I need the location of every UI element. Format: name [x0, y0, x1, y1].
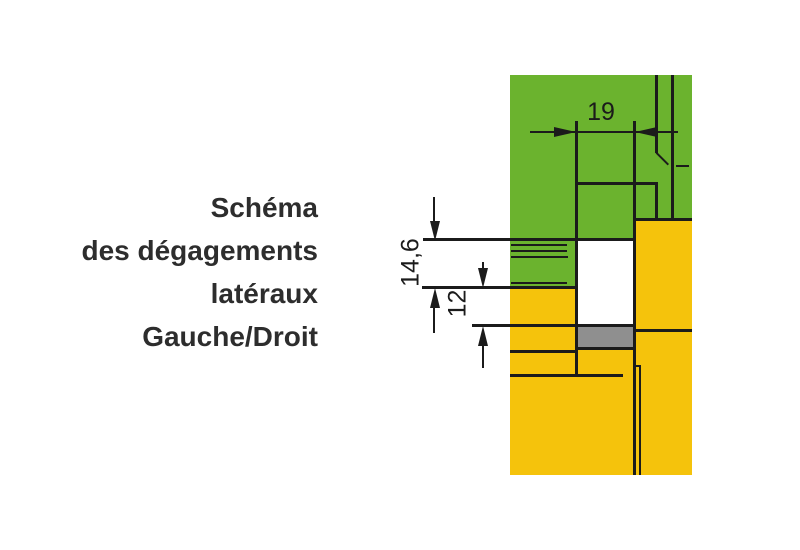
step-edge-upper: [510, 350, 578, 353]
dim12-arrow-bottom: [478, 326, 488, 346]
sash-line-outer: [671, 75, 674, 220]
yellow-right-top-edge: [633, 218, 692, 221]
dim146-arrow-bottom: [430, 288, 440, 308]
caption-line-3: latéraux: [210, 278, 318, 309]
dim19-arrow-right: [635, 127, 657, 137]
wall-yellow-right: [634, 219, 692, 475]
dim12-tail-top: [482, 262, 484, 270]
dim146-label: 14,6: [396, 238, 425, 287]
edge-vertical-left: [575, 121, 578, 376]
seal-hatch-line-3: [511, 256, 568, 258]
edge-vertical-right: [633, 121, 636, 475]
seal-hatch-line-1: [511, 244, 567, 246]
sash-line-inner-bottom: [655, 183, 658, 220]
seal-hatch-line-4: [511, 282, 567, 284]
sash-line-inner-top: [655, 75, 658, 153]
ext-line-bottom: [472, 324, 636, 327]
channel-nub: [634, 365, 641, 367]
caption-line-4: Gauche/Droit: [142, 321, 318, 352]
dim12-tail-bottom: [482, 344, 484, 368]
joint-line-horizontal: [575, 182, 658, 185]
seal-hatch-line-2: [511, 250, 567, 252]
ext-line-top: [423, 238, 634, 241]
yellow-right-mid-edge: [634, 329, 692, 332]
caption-line-1: Schéma: [210, 192, 318, 223]
gray-block-bottom-edge: [575, 347, 636, 350]
dim12-arrow-top: [478, 268, 488, 288]
channel-line-vertical: [639, 366, 641, 475]
dim146-tail-top: [433, 197, 435, 223]
caption-line-2: des dégagements: [81, 235, 318, 266]
dim146-arrow-top: [430, 221, 440, 241]
dim19-line: [530, 131, 678, 133]
break-dash-line: [676, 165, 689, 167]
step-edge-lower: [510, 374, 623, 377]
clearance-notch-white: [577, 240, 634, 326]
dim19-label: 19: [587, 98, 615, 126]
ext-line-middle: [422, 286, 578, 289]
dim146-tail-bottom: [433, 306, 435, 333]
dim12-label: 12: [443, 289, 472, 318]
spacer-gray-block: [576, 326, 635, 349]
dim19-arrow-left: [554, 127, 576, 137]
caption-block: Schéma des dégagements latéraux Gauche/D…: [20, 186, 318, 358]
